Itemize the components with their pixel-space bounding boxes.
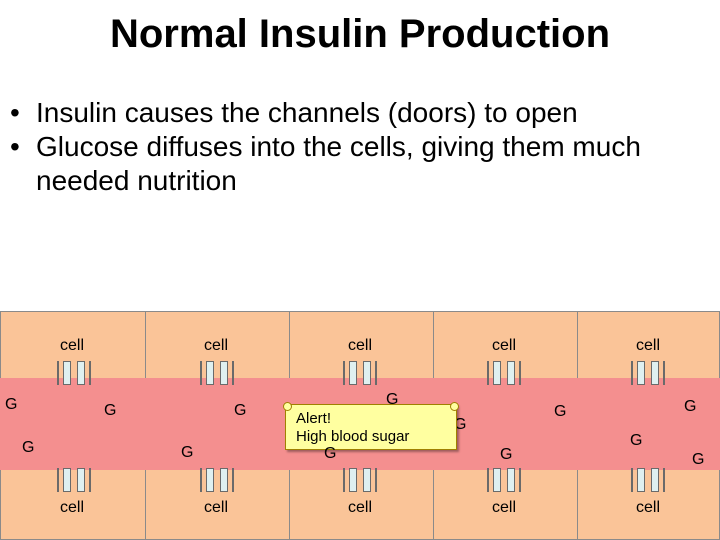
channel-top-2: [200, 361, 234, 385]
slide-title: Normal Insulin Production: [109, 12, 611, 56]
pin-icon: [283, 402, 292, 411]
cell-bottom-2: [145, 469, 290, 540]
channel-top-1: [57, 361, 91, 385]
pin-icon: [450, 402, 459, 411]
channel-bottom-3: [343, 468, 377, 492]
cell-label: cell: [347, 499, 372, 516]
alert-message: High blood sugar: [296, 428, 410, 445]
glucose-label: G: [5, 396, 18, 413]
channel-bottom-1: [57, 468, 91, 492]
bullet-list: • Insulin causes the channels (doors) to …: [10, 96, 710, 198]
alert-note: Alert! High blood sugar: [283, 402, 459, 450]
channel-bottom-5: [631, 468, 665, 492]
bullet-dot-icon: •: [10, 97, 20, 128]
bullet-item: • Insulin causes the channels (doors) to …: [10, 96, 710, 130]
channel-top-3: [343, 361, 377, 385]
glucose-label: G: [630, 432, 643, 449]
alert-title: Alert!: [296, 410, 332, 427]
cell-top-4: [433, 311, 578, 379]
glucose-label: G: [454, 416, 467, 433]
glucose-label: G: [104, 402, 117, 419]
cell-label: cell: [59, 337, 84, 354]
glucose-label: G: [692, 451, 705, 468]
cell-label: cell: [491, 337, 516, 354]
channel-bottom-2: [200, 468, 234, 492]
channel-top-5: [631, 361, 665, 385]
glucose-label: G: [324, 445, 337, 462]
glucose-label: G: [234, 402, 247, 419]
cell-label: cell: [203, 337, 228, 354]
glucose-label: G: [181, 444, 194, 461]
bullet-item: • Glucose diffuses into the cells, giving…: [10, 130, 710, 198]
glucose-label: G: [386, 391, 399, 408]
channel-bottom-4: [487, 468, 521, 492]
glucose-label: G: [500, 446, 513, 463]
cell-top-2: [145, 311, 290, 379]
glucose-label: G: [22, 439, 35, 456]
glucose-label: G: [684, 398, 697, 415]
cell-top-1: [0, 311, 146, 379]
cell-label: cell: [491, 499, 516, 516]
cell-label: cell: [203, 499, 228, 516]
cell-label: cell: [635, 499, 660, 516]
cell-label: cell: [59, 499, 84, 516]
cell-label: cell: [347, 337, 372, 354]
bullet-dot-icon: •: [10, 131, 20, 162]
glucose-label: G: [554, 403, 567, 420]
cell-top-5: [577, 311, 720, 379]
bullet-text: Glucose diffuses into the cells, giving …: [36, 131, 641, 196]
channel-top-4: [487, 361, 521, 385]
cell-label: cell: [635, 337, 660, 354]
bullet-text: Insulin causes the channels (doors) to o…: [36, 97, 578, 128]
